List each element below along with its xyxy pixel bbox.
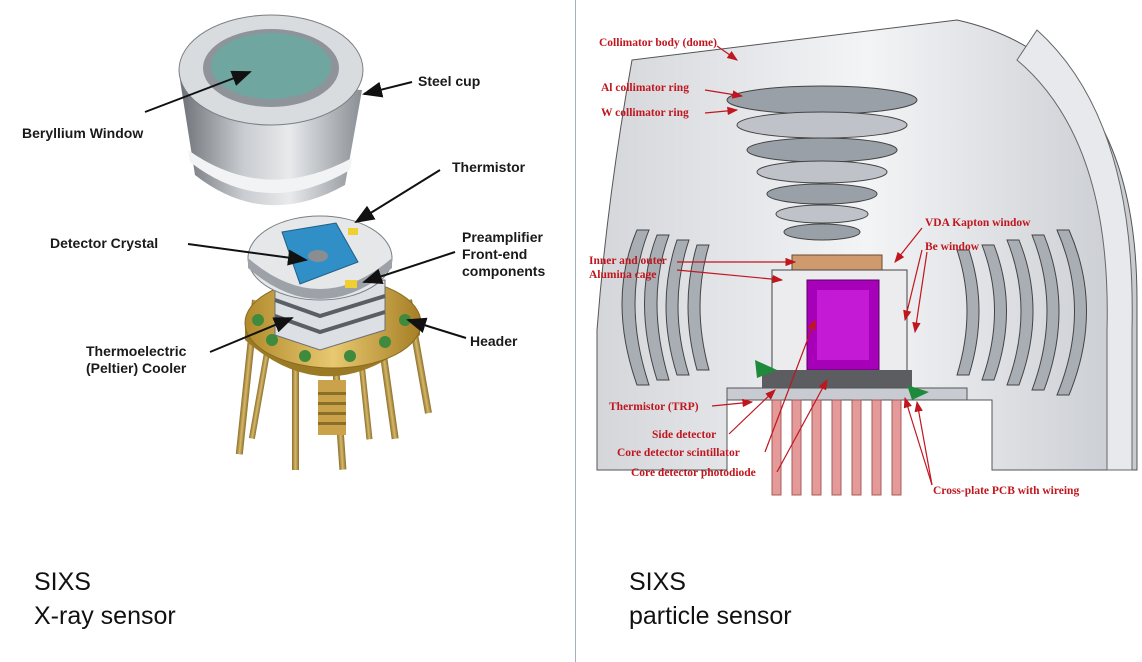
particle-caption: SIXS particle sensor [629,565,792,633]
particle-caption-title: SIXS [629,568,686,596]
label-be-window: Be window [925,241,980,253]
label-thermistor: Thermistor [452,159,526,175]
label-cooler-1: Thermoelectric [86,343,187,359]
xray-sensor-panel: Steel cup Beryllium Window Thermistor De… [22,14,545,633]
particle-sensor-diagram: Collimator body (dome) Al collimator rin… [589,19,1138,497]
label-cooler-2: (Peltier) Cooler [86,360,187,376]
detector-board [247,215,393,301]
collimator-rings [726,85,918,241]
leader-lines [676,45,933,486]
xray-caption: SIXS X-ray sensor [34,565,176,633]
particle-caption-subtitle: particle sensor [629,602,792,630]
panel-divider [575,0,576,662]
label-w-ring: W collimator ring [601,107,689,119]
label-vda-kapton: VDA Kapton window [925,217,1031,229]
connector-pins [771,399,902,496]
label-core-photodiode: Core detector photodiode [631,467,756,479]
label-cross-plate: Cross-plate PCB with wireing [933,485,1079,497]
thermistor-chip [348,228,358,235]
collimator-dome [596,19,1138,471]
label-detector-crystal: Detector Crystal [50,235,158,251]
steel-cup [178,14,364,206]
label-steel-cup: Steel cup [418,73,480,89]
label-alumina-2: Alumina cage [589,269,656,281]
label-core-scintillator: Core detector scintillator [617,447,740,459]
side-ring-walls [621,229,1087,396]
label-side-detector: Side detector [652,429,716,441]
cross-plate-pcb [726,387,968,401]
leader-arrows [144,70,467,353]
label-preamplifier-3: components [462,263,545,279]
label-beryllium-window: Beryllium Window [22,125,143,141]
label-preamplifier-2: Front-end [462,246,527,262]
xray-caption-title: SIXS [34,568,91,596]
label-thermistor-trp: Thermistor (TRP) [609,401,699,413]
particle-sensor-panel: Collimator body (dome) Al collimator rin… [577,0,1142,662]
core-detector-photodiode [762,370,912,390]
detector-assembly [726,254,968,401]
label-preamplifier-1: Preamplifier [462,229,543,245]
threaded-stud [318,380,346,435]
xray-sensor-diagram: Steel cup Beryllium Window Thermistor De… [22,14,545,470]
beryllium-window [211,33,331,99]
label-collimator-body: Collimator body (dome) [599,37,717,49]
label-alumina-1: Inner and outer [589,255,667,267]
xray-caption-subtitle: X-ray sensor [34,602,176,630]
label-al-ring: Al collimator ring [601,82,689,94]
preamplifier-chip [345,280,357,288]
label-header: Header [470,333,518,349]
